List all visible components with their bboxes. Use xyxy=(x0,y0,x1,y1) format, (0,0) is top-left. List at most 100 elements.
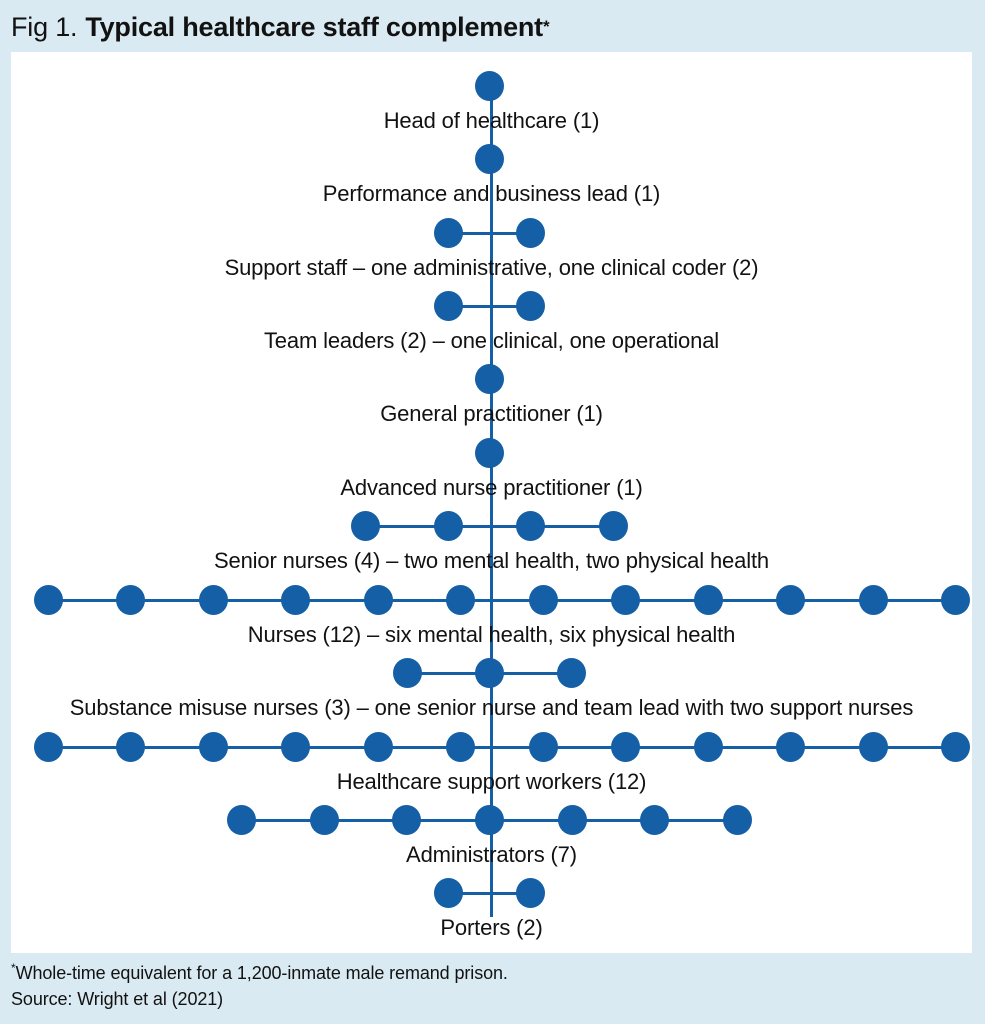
footnote-line: *Whole-time equivalent for a 1,200-inmat… xyxy=(11,960,971,986)
tier-node-row xyxy=(11,658,972,688)
staff-node[interactable] xyxy=(392,805,421,835)
tier-connector-line xyxy=(49,745,956,749)
tier-connector-line xyxy=(366,524,614,528)
tier-connector-line xyxy=(449,304,531,308)
staff-node[interactable] xyxy=(475,71,504,101)
staff-node[interactable] xyxy=(475,438,504,468)
tier-node-row xyxy=(11,291,972,321)
tier-label: Head of healthcare (1) xyxy=(383,108,600,133)
staff-node[interactable] xyxy=(364,732,393,762)
hierarchy-tier: Advanced nurse practitioner (1) xyxy=(11,438,972,500)
staff-node[interactable] xyxy=(516,291,545,321)
staff-node[interactable] xyxy=(434,291,463,321)
tier-node-row xyxy=(11,585,972,615)
staff-node[interactable] xyxy=(446,585,475,615)
figure-footnotes: *Whole-time equivalent for a 1,200-inmat… xyxy=(11,960,971,1012)
source-line: Source: Wright et al (2021) xyxy=(11,989,224,1009)
tier-label: Performance and business lead (1) xyxy=(322,181,661,206)
tier-node-row xyxy=(11,732,972,762)
tier-node-row xyxy=(11,805,972,835)
figure-title-text: Typical healthcare staff complement xyxy=(85,11,543,42)
staff-node[interactable] xyxy=(199,732,228,762)
staff-node[interactable] xyxy=(281,585,310,615)
hierarchy-tier: Porters (2) xyxy=(11,878,972,940)
staff-node[interactable] xyxy=(475,805,504,835)
staff-node[interactable] xyxy=(611,585,640,615)
staff-node[interactable] xyxy=(557,658,586,688)
tier-node-row xyxy=(11,364,972,394)
staff-node[interactable] xyxy=(310,805,339,835)
staff-node[interactable] xyxy=(529,585,558,615)
tier-node-row xyxy=(11,511,972,541)
staff-node[interactable] xyxy=(694,732,723,762)
staff-node[interactable] xyxy=(941,585,970,615)
staff-node[interactable] xyxy=(34,585,63,615)
hierarchy-tier: Senior nurses (4) – two mental health, t… xyxy=(11,511,972,573)
staff-node[interactable] xyxy=(694,585,723,615)
staff-node[interactable] xyxy=(859,585,888,615)
hierarchy-tier: Substance misuse nurses (3) – one senior… xyxy=(11,658,972,720)
footnote-marker: * xyxy=(11,961,16,975)
page-title: Fig 1.Typical healthcare staff complemen… xyxy=(11,11,550,42)
staff-node[interactable] xyxy=(516,878,545,908)
staff-node[interactable] xyxy=(199,585,228,615)
hierarchy-tier: Performance and business lead (1) xyxy=(11,144,972,206)
staff-node[interactable] xyxy=(723,805,752,835)
figure-number-label: Fig 1. xyxy=(11,11,78,42)
staff-node[interactable] xyxy=(351,511,380,541)
staff-node[interactable] xyxy=(475,364,504,394)
hierarchy-tier: General practitioner (1) xyxy=(11,364,972,426)
staff-node[interactable] xyxy=(776,732,805,762)
tier-label: Advanced nurse practitioner (1) xyxy=(340,475,643,500)
hierarchy-tier: Healthcare support workers (12) xyxy=(11,732,972,794)
hierarchy-tier: Team leaders (2) – one clinical, one ope… xyxy=(11,291,972,353)
staff-node[interactable] xyxy=(941,732,970,762)
tier-label: Porters (2) xyxy=(440,915,543,940)
hierarchy-tier: Nurses (12) – six mental health, six phy… xyxy=(11,585,972,647)
staff-node[interactable] xyxy=(227,805,256,835)
staff-node[interactable] xyxy=(116,585,145,615)
staff-node[interactable] xyxy=(434,511,463,541)
tier-connector-line xyxy=(49,598,956,602)
staff-node[interactable] xyxy=(516,511,545,541)
staff-node[interactable] xyxy=(776,585,805,615)
staff-node[interactable] xyxy=(116,732,145,762)
staff-node[interactable] xyxy=(475,144,504,174)
tier-connector-line xyxy=(449,231,531,235)
tier-label: Healthcare support workers (12) xyxy=(336,769,647,794)
tier-node-row xyxy=(11,144,972,174)
tier-label: Support staff – one administrative, one … xyxy=(224,255,759,280)
staff-node[interactable] xyxy=(558,805,587,835)
staff-node[interactable] xyxy=(364,585,393,615)
staff-node[interactable] xyxy=(475,658,504,688)
staff-node[interactable] xyxy=(434,878,463,908)
staff-node[interactable] xyxy=(34,732,63,762)
hierarchy-tier: Head of healthcare (1) xyxy=(11,71,972,133)
staff-node[interactable] xyxy=(611,732,640,762)
staff-node[interactable] xyxy=(516,218,545,248)
tier-label: Nurses (12) – six mental health, six phy… xyxy=(247,622,736,647)
tier-node-row xyxy=(11,438,972,468)
staff-node[interactable] xyxy=(434,218,463,248)
tier-label: Substance misuse nurses (3) – one senior… xyxy=(69,695,914,720)
tier-label: Senior nurses (4) – two mental health, t… xyxy=(213,548,770,573)
staff-node[interactable] xyxy=(859,732,888,762)
staff-node[interactable] xyxy=(529,732,558,762)
tier-label: Administrators (7) xyxy=(406,842,577,867)
hierarchy-tier: Support staff – one administrative, one … xyxy=(11,218,972,280)
hierarchy-tier: Administrators (7) xyxy=(11,805,972,867)
footnote-text: Whole-time equivalent for a 1,200-inmate… xyxy=(15,963,508,983)
tier-label: General practitioner (1) xyxy=(380,401,603,426)
org-chart-panel: Head of healthcare (1) Performance and bu… xyxy=(11,52,972,953)
staff-node[interactable] xyxy=(393,658,422,688)
staff-node[interactable] xyxy=(281,732,310,762)
hierarchy-spine-line xyxy=(490,82,493,917)
tier-connector-line xyxy=(449,891,531,895)
tier-node-row xyxy=(11,218,972,248)
staff-node[interactable] xyxy=(640,805,669,835)
staff-node[interactable] xyxy=(599,511,628,541)
tier-label: Team leaders (2) – one clinical, one ope… xyxy=(263,328,720,353)
tier-node-row xyxy=(11,71,972,101)
staff-node[interactable] xyxy=(446,732,475,762)
tier-node-row xyxy=(11,878,972,908)
